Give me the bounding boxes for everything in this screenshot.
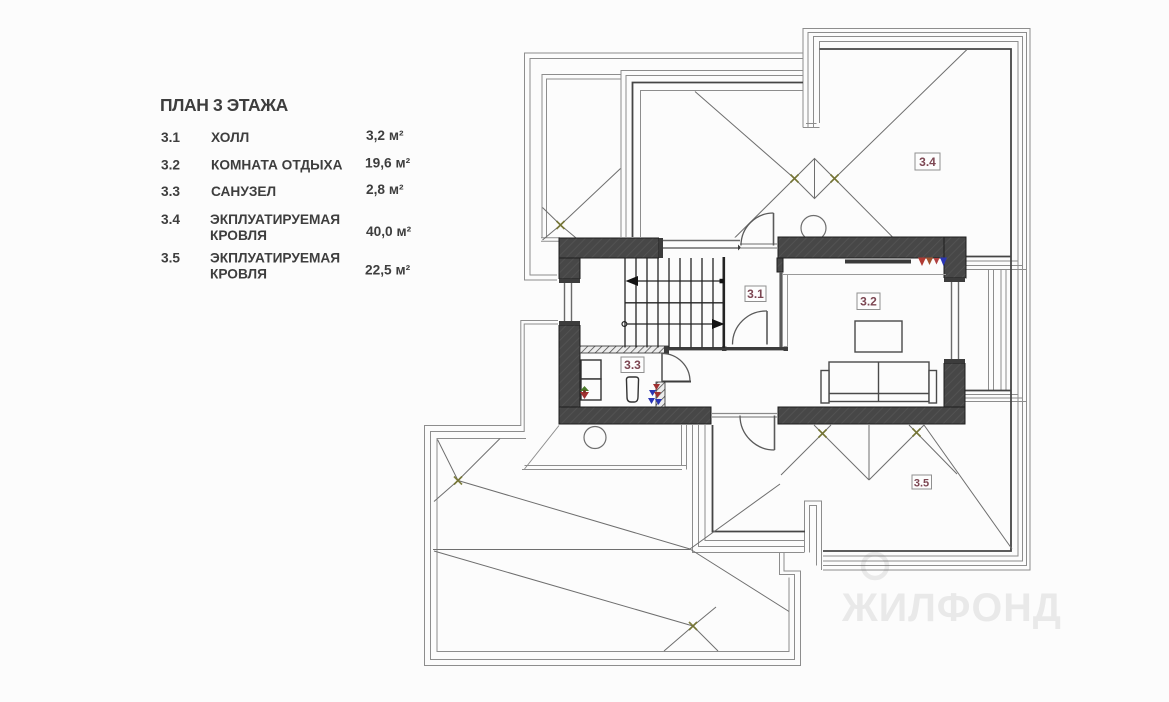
svg-text:2,8 м²: 2,8 м² bbox=[366, 182, 404, 197]
svg-text:3.4: 3.4 bbox=[919, 155, 936, 169]
svg-text:ЖИЛФОНД: ЖИЛФОНД bbox=[841, 586, 1062, 630]
svg-text:3.1: 3.1 bbox=[161, 130, 180, 145]
svg-text:КОМНАТА ОТДЫХА: КОМНАТА ОТДЫХА bbox=[211, 158, 343, 173]
svg-text:КРОВЛЯ: КРОВЛЯ bbox=[210, 267, 267, 282]
svg-text:3.2: 3.2 bbox=[860, 295, 877, 309]
svg-text:ХОЛЛ: ХОЛЛ bbox=[211, 130, 249, 145]
svg-text:ЭКПЛУАТИРУЕМАЯ: ЭКПЛУАТИРУЕМАЯ bbox=[210, 212, 340, 227]
svg-text:3.3: 3.3 bbox=[161, 184, 180, 199]
svg-text:3.5: 3.5 bbox=[161, 251, 180, 266]
svg-text:40,0 м²: 40,0 м² bbox=[366, 224, 412, 239]
svg-text:ЭКПЛУАТИРУЕМАЯ: ЭКПЛУАТИРУЕМАЯ bbox=[210, 251, 340, 266]
svg-text:3.2: 3.2 bbox=[161, 158, 180, 173]
svg-text:3.5: 3.5 bbox=[914, 477, 929, 489]
svg-text:19,6 м²: 19,6 м² bbox=[365, 156, 411, 171]
svg-text:КРОВЛЯ: КРОВЛЯ bbox=[210, 228, 267, 243]
svg-text:3.4: 3.4 bbox=[161, 212, 180, 227]
svg-text:ПЛАН 3 ЭТАЖА: ПЛАН 3 ЭТАЖА bbox=[160, 95, 289, 115]
svg-text:3,2 м²: 3,2 м² bbox=[366, 128, 404, 143]
svg-text:3.3: 3.3 bbox=[624, 358, 641, 372]
svg-text:САНУЗЕЛ: САНУЗЕЛ bbox=[211, 184, 276, 199]
svg-text:22,5 м²: 22,5 м² bbox=[365, 263, 411, 278]
svg-text:3.1: 3.1 bbox=[747, 287, 764, 301]
